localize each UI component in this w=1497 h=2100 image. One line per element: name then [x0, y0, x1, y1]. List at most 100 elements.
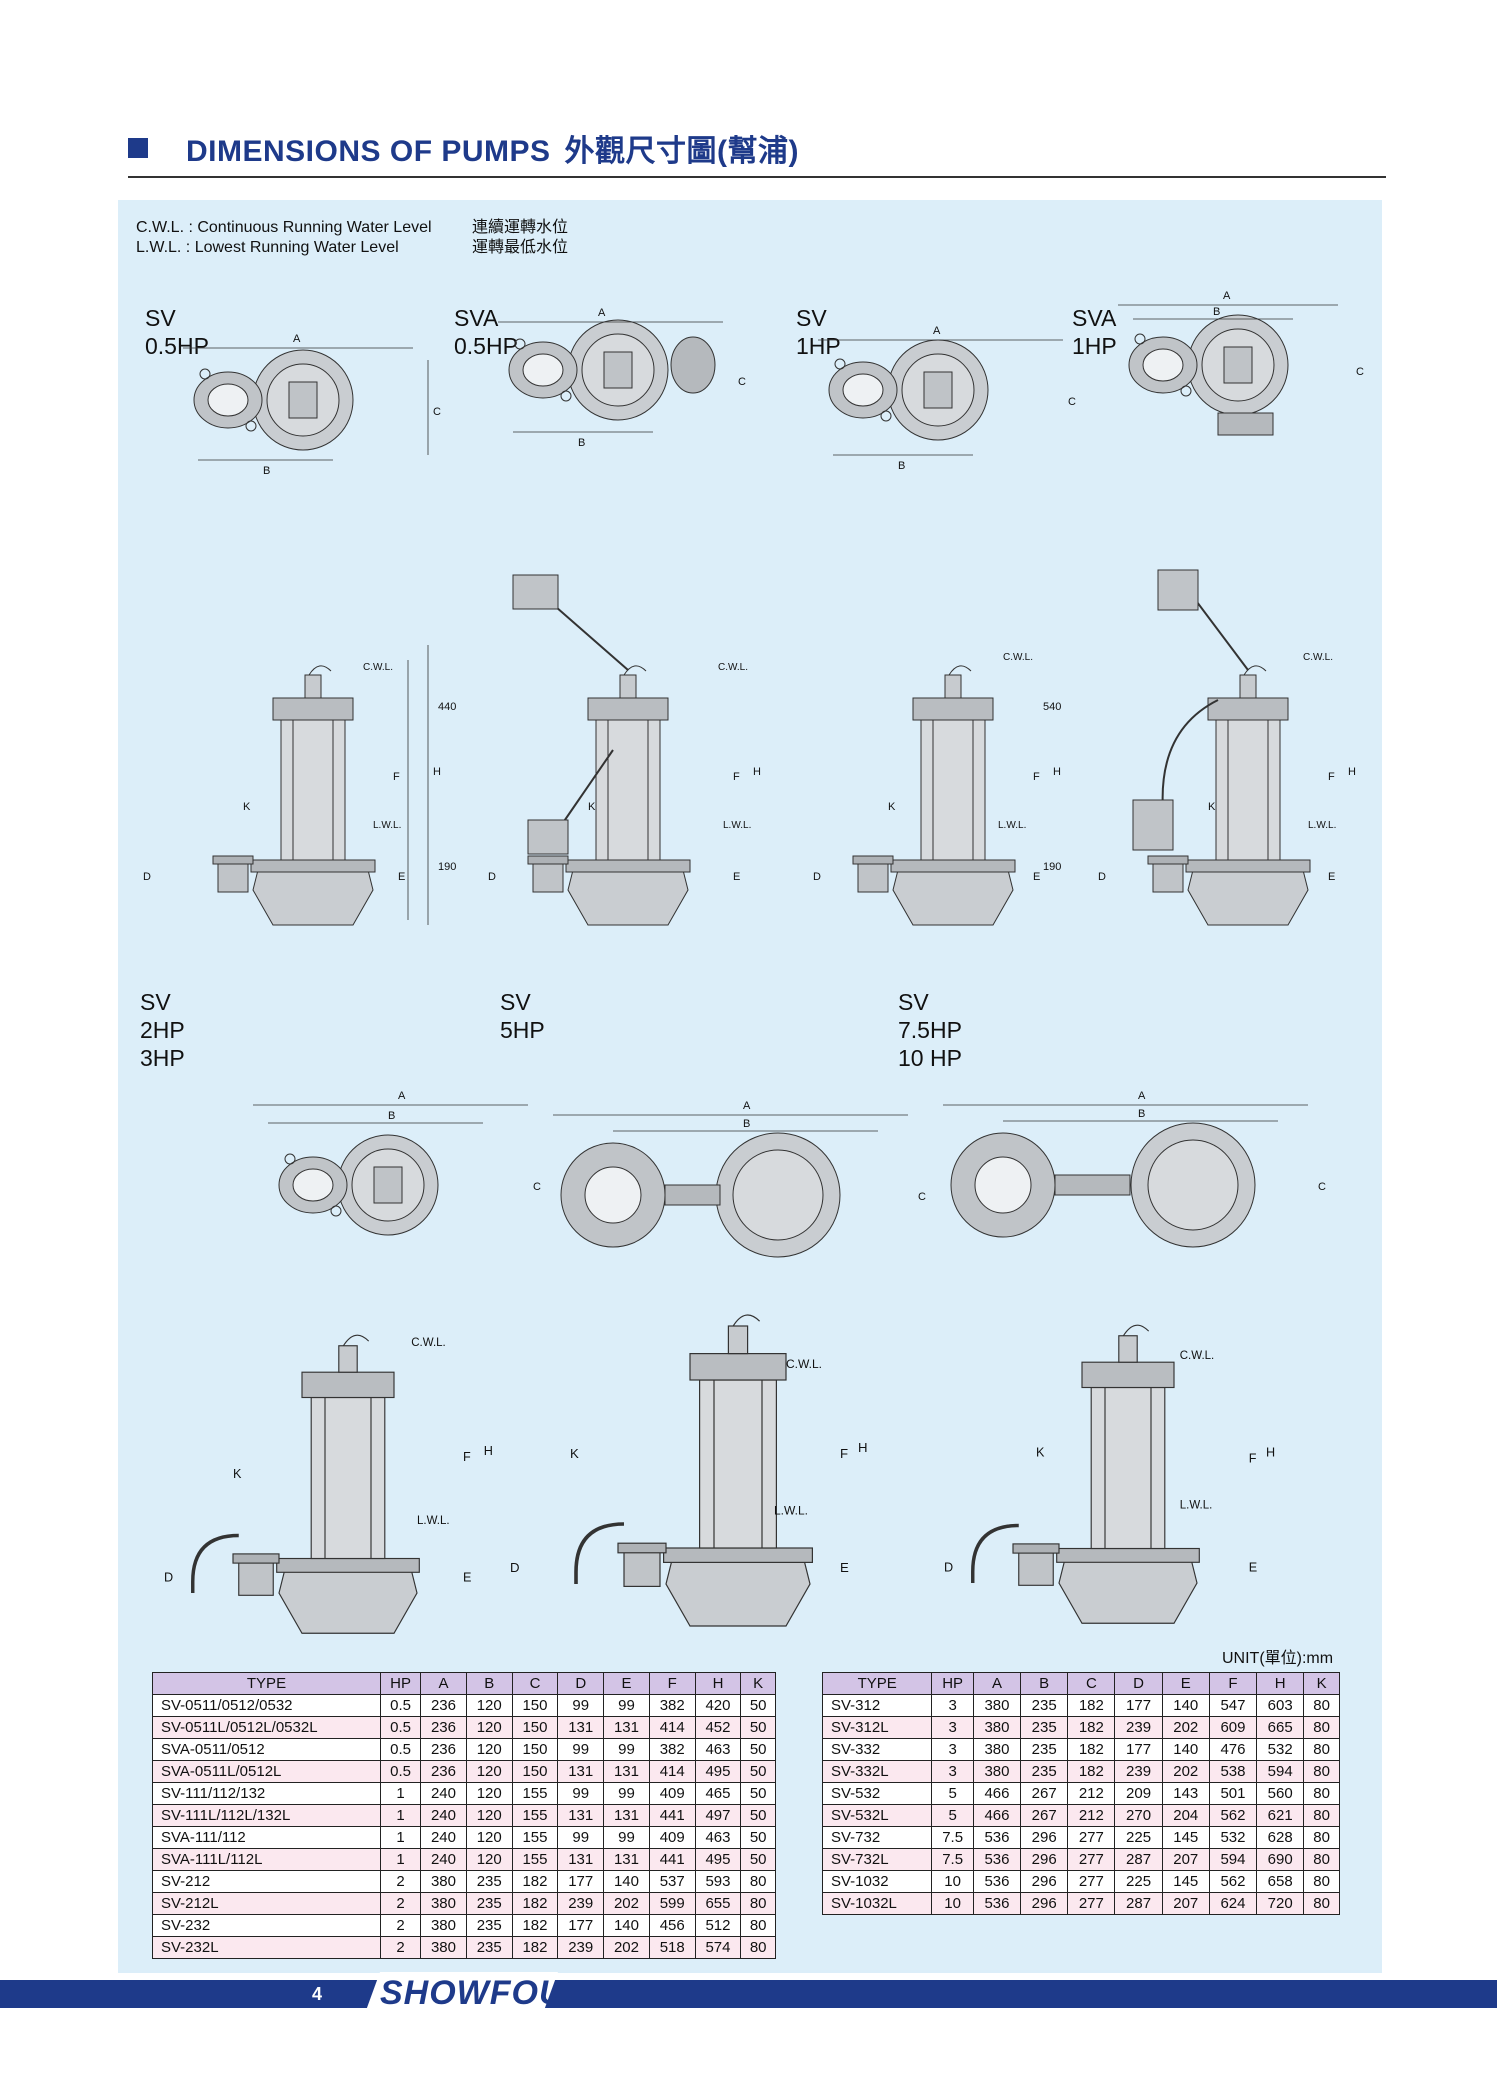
cell-value: 594 — [1256, 1760, 1305, 1783]
cell-value: 80 — [1303, 1716, 1340, 1739]
svg-text:K: K — [1208, 801, 1216, 813]
cell-value: 560 — [1256, 1782, 1305, 1805]
cell-value: 80 — [740, 1870, 776, 1893]
svg-text:K: K — [233, 1467, 242, 1481]
svg-text:K: K — [570, 1446, 579, 1461]
svg-text:C: C — [1318, 1181, 1326, 1193]
svg-text:C.W.L.: C.W.L. — [786, 1357, 822, 1371]
cell-value: 240 — [420, 1848, 467, 1871]
svg-text:440: 440 — [438, 701, 456, 713]
svg-text:190: 190 — [438, 861, 456, 873]
cell-value: 10 — [931, 1870, 974, 1893]
cell-value: 382 — [648, 1694, 696, 1717]
cell-value: 150 — [511, 1716, 559, 1739]
svg-text:D: D — [164, 1571, 173, 1585]
svg-text:E: E — [463, 1571, 471, 1585]
cell-value: 512 — [694, 1914, 742, 1937]
title-cn: 外觀尺寸圖(幫浦) — [564, 135, 800, 168]
cell-value: 267 — [1020, 1782, 1069, 1805]
cell-value: 131 — [603, 1760, 650, 1783]
cell-type: SV-1032 — [821, 1870, 933, 1893]
cell-value: 501 — [1208, 1782, 1258, 1805]
cell-value: 624 — [1208, 1892, 1258, 1915]
cell-value: 155 — [511, 1848, 559, 1871]
footer-band — [0, 1980, 1497, 2008]
svg-text:K: K — [1036, 1446, 1045, 1460]
page-title: DIMENSIONS OF PUMPS 外觀尺寸圖(幫浦) — [186, 126, 799, 170]
svg-text:C.W.L.: C.W.L. — [1303, 652, 1333, 663]
side-view-sva-1: 540 190 C.W.L. L.W.L. K F H D E — [1043, 569, 1356, 926]
cell-value: 5 — [931, 1804, 974, 1827]
svg-text:D: D — [143, 871, 151, 883]
cell-value: 99 — [603, 1782, 650, 1805]
cell-value: 209 — [1114, 1782, 1163, 1805]
cell-value: 267 — [1020, 1804, 1069, 1827]
svg-text:H: H — [433, 766, 441, 778]
cell-value: 296 — [1020, 1826, 1069, 1849]
title-en: DIMENSIONS OF PUMPS — [186, 135, 551, 168]
cell-value: 562 — [1208, 1804, 1258, 1827]
side-view-sv-1: C.W.L. L.W.L. K F H D E — [813, 652, 1061, 926]
svg-text:B: B — [578, 437, 585, 449]
svg-text:A: A — [598, 307, 606, 319]
cell-value: 225 — [1114, 1826, 1163, 1849]
svg-text:K: K — [243, 801, 251, 813]
cell-value: 296 — [1020, 1848, 1069, 1871]
cell-value: 495 — [694, 1760, 742, 1783]
brand-logo: SHOWFOU — [380, 1974, 565, 2012]
cell-type: SV-732 — [821, 1826, 933, 1849]
cell-value: 537 — [648, 1870, 696, 1893]
svg-text:K: K — [588, 801, 596, 813]
cell-value: 145 — [1161, 1826, 1210, 1849]
cell-value: 1 — [379, 1848, 422, 1871]
cell-value: 120 — [465, 1848, 513, 1871]
cell-value: 536 — [972, 1826, 1022, 1849]
svg-text:D: D — [510, 1560, 520, 1575]
cell-type: SV-1032L — [821, 1892, 933, 1915]
svg-text:L.W.L.: L.W.L. — [998, 820, 1026, 831]
page-header: DIMENSIONS OF PUMPS 外觀尺寸圖(幫浦) — [128, 128, 1386, 178]
svg-text:D: D — [813, 871, 821, 883]
cell-value: 236 — [420, 1716, 467, 1739]
top-view-sv-5: A B C — [553, 1100, 926, 1258]
cell-value: 155 — [511, 1782, 559, 1805]
cell-type: SV-0511L/0512L/0532L — [152, 1716, 381, 1739]
cell-value: 380 — [420, 1892, 467, 1915]
cell-value: 182 — [511, 1936, 559, 1959]
top-view-sv-75-10: A B C — [943, 1090, 1326, 1248]
cell-value: 99 — [603, 1694, 650, 1717]
cell-value: 1 — [379, 1826, 422, 1849]
side-view-sv-05: C.W.L. L.W.L. F H E K D — [143, 645, 441, 926]
cell-value: 236 — [420, 1694, 467, 1717]
cell-value: 594 — [1208, 1848, 1258, 1871]
cell-value: 120 — [465, 1716, 513, 1739]
svg-text:E: E — [1328, 871, 1335, 883]
cell-value: 140 — [603, 1914, 650, 1937]
cell-value: 99 — [557, 1738, 605, 1761]
cell-value: 603 — [1256, 1694, 1305, 1717]
cell-type: SVA-111/112 — [152, 1826, 381, 1849]
cell-value: 140 — [1161, 1738, 1210, 1761]
cell-value: 177 — [557, 1914, 605, 1937]
cell-value: 182 — [1067, 1694, 1116, 1717]
cell-type: SV-232L — [152, 1936, 381, 1959]
svg-text:A: A — [398, 1090, 406, 1102]
side-view-sv-75-10: C.W.L. L.W.L. K F H D E — [944, 1324, 1275, 1624]
cell-value: 7.5 — [931, 1848, 974, 1871]
cell-value: 658 — [1256, 1870, 1305, 1893]
svg-text:F: F — [840, 1446, 848, 1461]
cell-value: 120 — [465, 1782, 513, 1805]
